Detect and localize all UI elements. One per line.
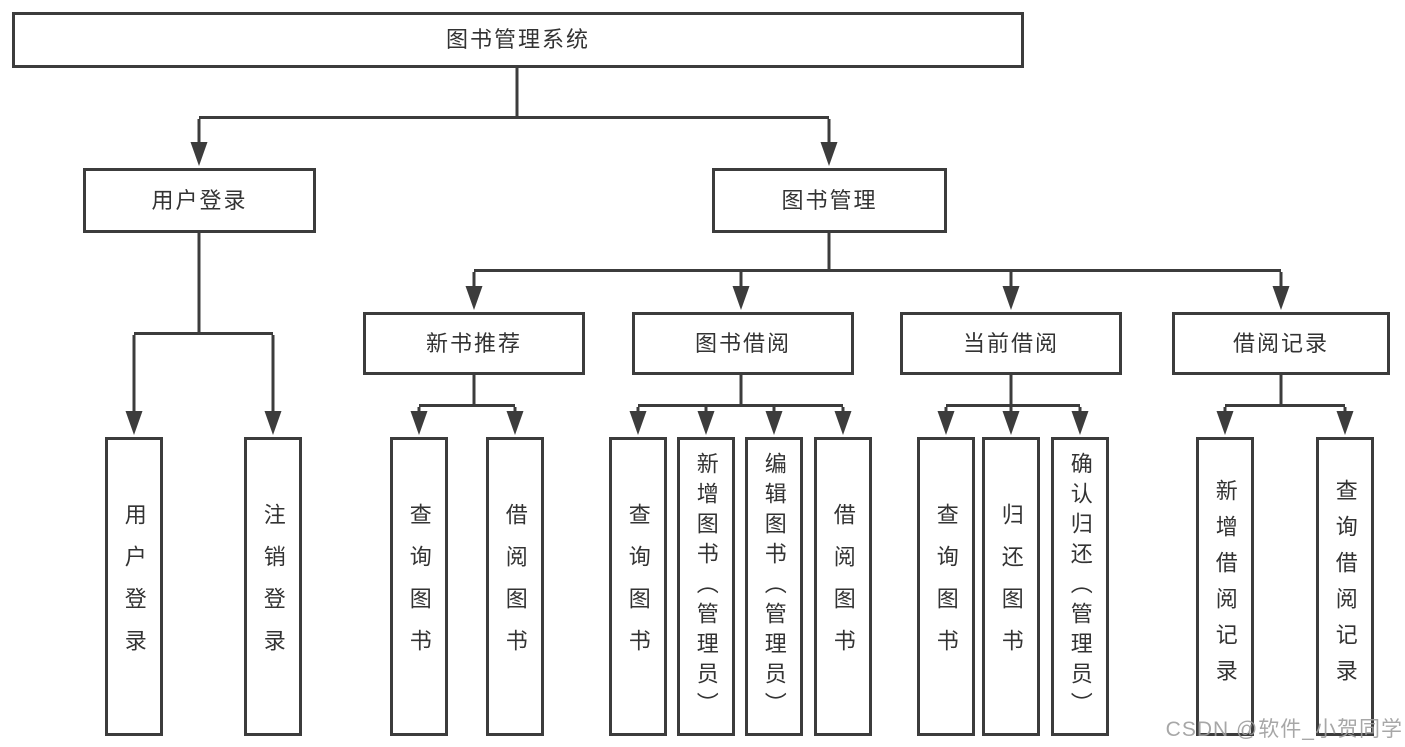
node-leaf-query-record: 查询借阅记录 <box>1316 437 1374 736</box>
arrowhead-icon <box>125 411 143 435</box>
node-leaf-query-book-2: 查询图书 <box>609 437 667 736</box>
node-leaf-return-book: 归还图书 <box>982 437 1040 736</box>
arrowhead-icon <box>465 286 483 310</box>
node-leaf-add-record: 新增借阅记录 <box>1196 437 1254 736</box>
arrowhead-icon <box>1002 286 1020 310</box>
node-borrow-record: 借阅记录 <box>1172 312 1390 375</box>
arrowhead-icon <box>1272 286 1290 310</box>
arrowhead-icon <box>410 411 428 435</box>
arrowhead-icon <box>506 411 524 435</box>
arrowhead-icon <box>1336 411 1354 435</box>
arrowhead-icon <box>1216 411 1234 435</box>
node-leaf-borrow-book-1: 借阅图书 <box>486 437 544 736</box>
node-leaf-confirm-return: 确认归还（管理员） <box>1051 437 1109 736</box>
node-new-book-recommend: 新书推荐 <box>363 312 585 375</box>
node-leaf-edit-book-admin: 编辑图书（管理员） <box>745 437 803 736</box>
node-book-borrow: 图书借阅 <box>632 312 854 375</box>
node-leaf-add-book-admin: 新增图书（管理员） <box>677 437 735 736</box>
node-root: 图书管理系统 <box>12 12 1024 68</box>
node-leaf-logout: 注销登录 <box>244 437 302 736</box>
arrowhead-icon <box>834 411 852 435</box>
node-user-login: 用户登录 <box>83 168 316 233</box>
arrowhead-icon <box>1071 411 1089 435</box>
arrowhead-icon <box>697 411 715 435</box>
node-leaf-user-login: 用户登录 <box>105 437 163 736</box>
arrowhead-icon <box>820 142 838 166</box>
node-leaf-query-book-3: 查询图书 <box>917 437 975 736</box>
node-book-mgmt: 图书管理 <box>712 168 947 233</box>
watermark-text: CSDN @软件_小贺同学 <box>1165 718 1403 741</box>
arrowhead-icon <box>765 411 783 435</box>
arrowhead-icon <box>190 142 208 166</box>
arrowhead-icon <box>937 411 955 435</box>
node-leaf-query-book-1: 查询图书 <box>390 437 448 736</box>
arrowhead-icon <box>1002 411 1020 435</box>
arrowhead-icon <box>264 411 282 435</box>
node-current-borrow: 当前借阅 <box>900 312 1122 375</box>
node-leaf-borrow-book-2: 借阅图书 <box>814 437 872 736</box>
arrowhead-icon <box>732 286 750 310</box>
arrowhead-icon <box>629 411 647 435</box>
